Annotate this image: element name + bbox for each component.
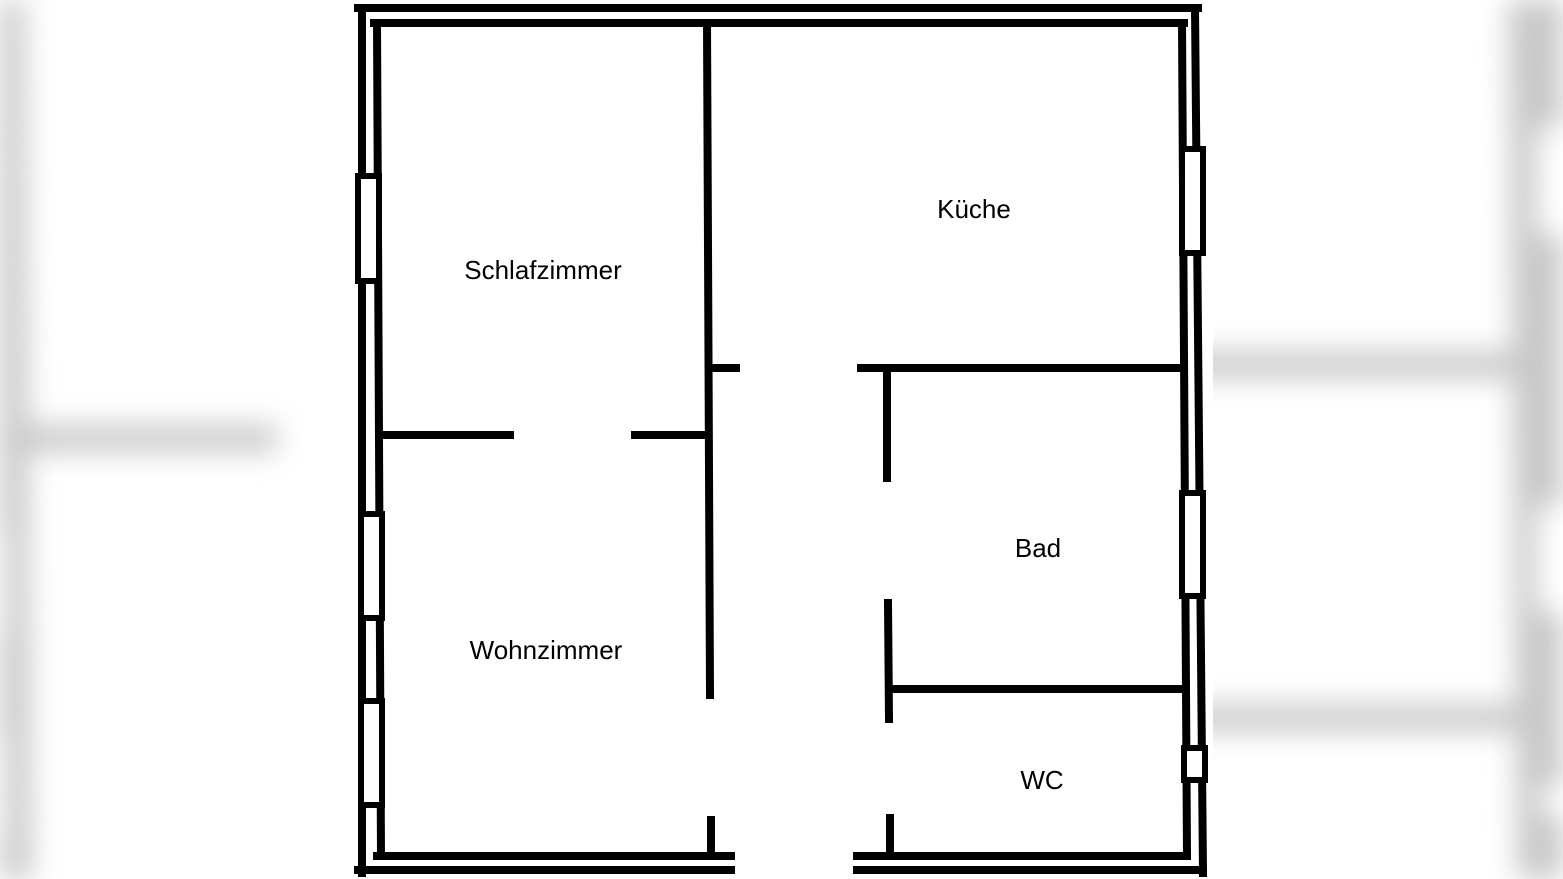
room-label-schlafzimmer: Schlafzimmer [464, 255, 622, 285]
floor-plan: Schlafzimmer Küche Wohnzimmer Bad WC [350, 0, 1213, 879]
window-wohnzimmer-1-icon [0, 522, 17, 644]
window-wc-icon [1528, 779, 1563, 822]
window-kueche-icon [1179, 146, 1206, 256]
room-label-wohnzimmer: Wohnzimmer [470, 635, 623, 665]
room-label-bad: Bad [1015, 533, 1061, 563]
window-wohnzimmer-2-icon [358, 698, 385, 808]
wall-segment [702, 18, 715, 700]
window-bad-icon [1179, 490, 1206, 599]
window-kueche-icon [1525, 120, 1563, 242]
room-label-wc: WC [1020, 765, 1063, 795]
window-wohnzimmer-2-icon [0, 727, 17, 849]
room-labels: Schlafzimmer Küche Wohnzimmer Bad WC [464, 194, 1063, 795]
window-schlafzimmer-icon [0, 150, 11, 273]
window-schlafzimmer-icon [355, 173, 382, 284]
wall-segment [1190, 3, 1208, 878]
walls [354, 3, 1208, 878]
floor-plan-drawing: Schlafzimmer Küche Wohnzimmer Bad WC [354, 3, 1208, 878]
wall-segment [883, 598, 894, 724]
windows [355, 146, 1208, 808]
window-wohnzimmer-1-icon [358, 511, 385, 621]
window-wc-icon [1181, 745, 1208, 783]
window-bad-icon [1525, 499, 1563, 619]
room-label-kueche: Küche [937, 194, 1011, 224]
